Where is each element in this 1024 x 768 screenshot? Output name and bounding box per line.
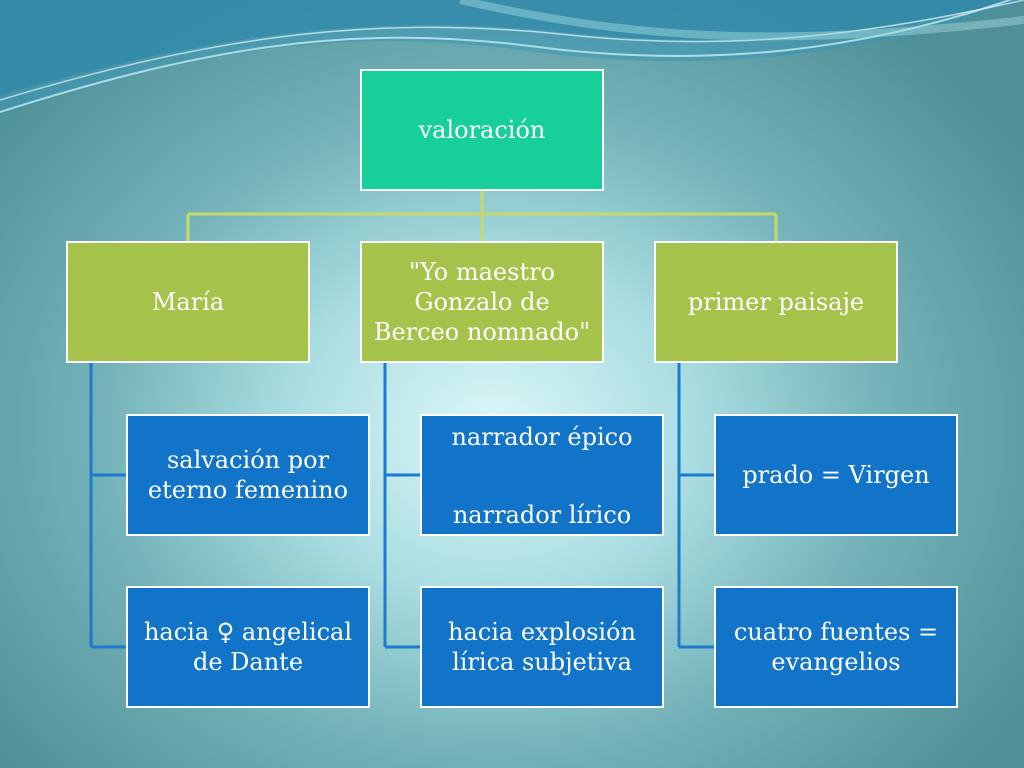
branch-node-maria: María: [66, 241, 310, 363]
child-connectors: [89, 363, 715, 649]
branch-node-label: "Yo maestro Gonzalo de Berceo nomnado": [373, 258, 591, 346]
leaf-node-label: hacia ♀ angelical de Dante: [143, 618, 353, 676]
leaf-node-label: salvación por eterno femenino: [147, 446, 349, 504]
leaf-node-cuatro-fuentes: cuatro fuentes = evangelios: [714, 586, 958, 708]
branch-node-primer-paisaje: primer paisaje: [654, 241, 898, 363]
leaf-node-prado-virgen: prado = Virgen: [714, 414, 958, 536]
leaf-node-label-top: narrador épico: [451, 423, 633, 451]
branch-node-label: primer paisaje: [687, 288, 865, 316]
leaf-node-label: cuatro fuentes = evangelios: [733, 618, 939, 676]
root-node-valoracion: valoración: [360, 69, 604, 191]
root-connectors: [186, 190, 778, 242]
leaf-node-hacia-angelical: hacia ♀ angelical de Dante: [126, 586, 370, 708]
leaf-node-narradores: narrador épico narrador lírico: [420, 414, 664, 536]
root-node-label: valoración: [418, 116, 546, 144]
branch-node-berceo-quote: "Yo maestro Gonzalo de Berceo nomnado": [360, 241, 604, 363]
leaf-node-label: hacia explosión lírica subjetiva: [448, 618, 636, 676]
leaf-node-label: prado = Virgen: [742, 461, 930, 489]
branch-node-label: María: [151, 288, 225, 316]
leaf-node-hacia-explosion: hacia explosión lírica subjetiva: [420, 586, 664, 708]
leaf-node-salvacion: salvación por eterno femenino: [126, 414, 370, 536]
leaf-node-label-bottom: narrador lírico: [452, 501, 632, 529]
background-wave-decoration: [0, 0, 1024, 115]
